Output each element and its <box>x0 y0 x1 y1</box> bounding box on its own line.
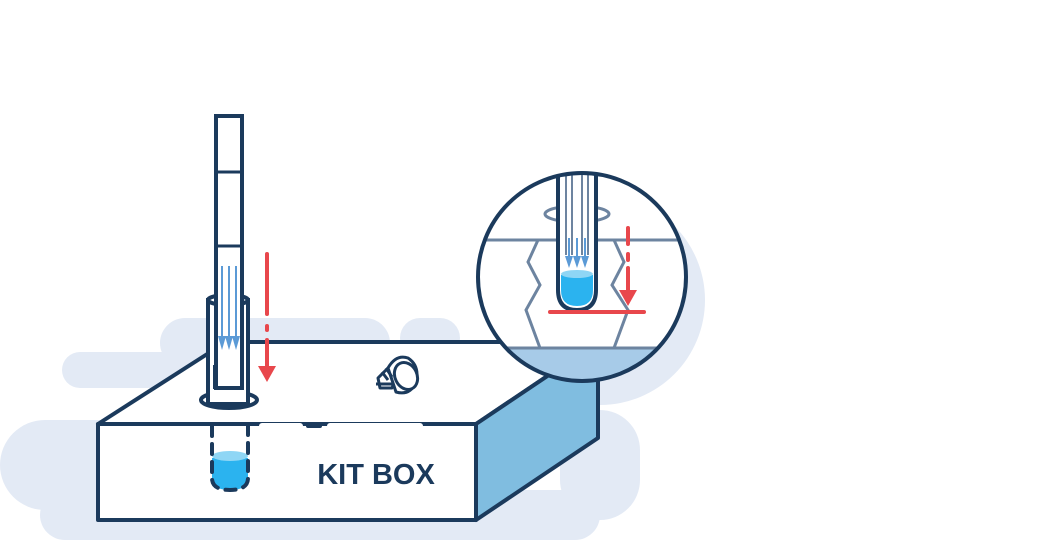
box-label: KIT BOX <box>317 459 435 491</box>
flow-arrows-icon <box>218 266 240 350</box>
tube-cap-icon <box>376 355 420 395</box>
tube-inside-box <box>210 424 250 493</box>
down-arrow-icon <box>258 252 276 382</box>
